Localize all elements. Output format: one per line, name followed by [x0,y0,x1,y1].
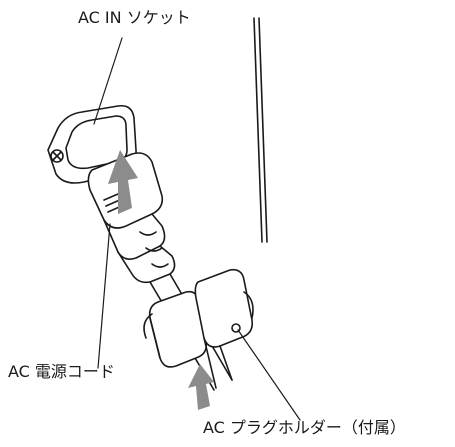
ac-plug-holder-label: AC プラグホルダー（付属） [203,418,406,437]
panel-edge [253,17,268,243]
leader-lines [93,37,301,421]
ac-in-socket-label: AC IN ソケット [78,8,191,27]
insert-arrow-plug [108,150,138,214]
insert-arrow-holder [188,364,214,410]
ac-power-cord-label: AC 電源コード [8,362,115,381]
ac-plug-holder [143,268,254,389]
